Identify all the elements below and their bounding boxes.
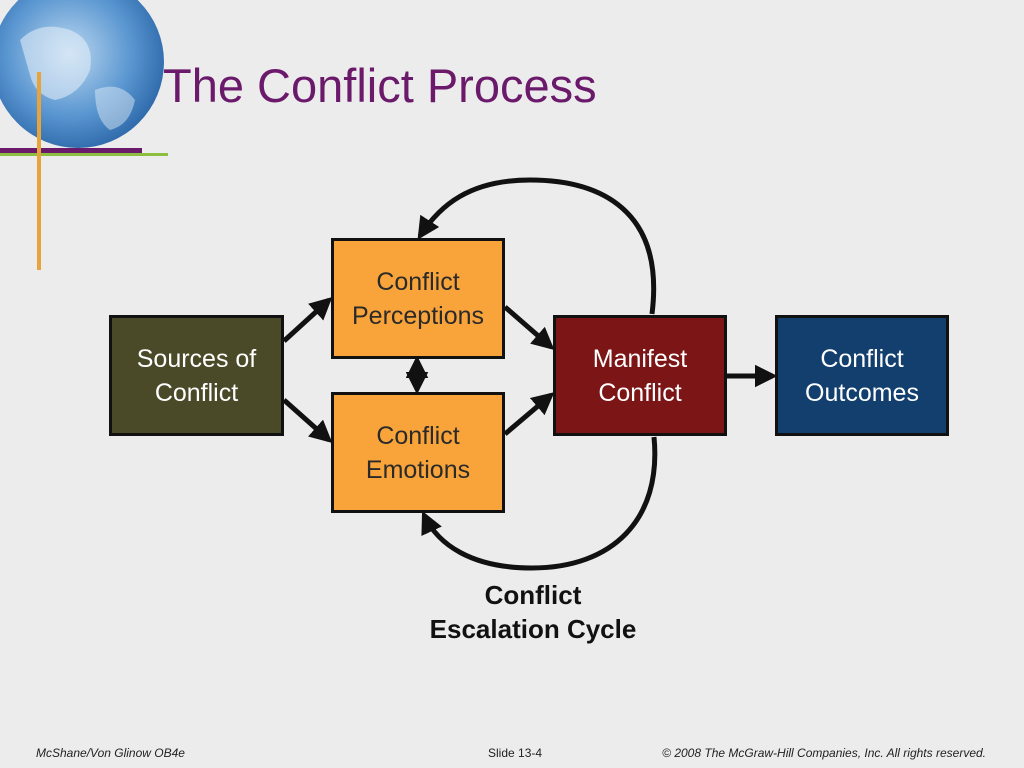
sources-line-2: Conflict (154, 378, 239, 407)
manifest-line-1: Manifest (592, 344, 688, 373)
arrow-sources-to-emotions (282, 398, 333, 443)
emotions-line-2: Emotions (365, 455, 471, 484)
arrow-sources-to-perceptions (282, 296, 333, 343)
sources-of-conflict-box: Sources of Conflict (109, 315, 284, 436)
escalation-arc-top (417, 177, 657, 315)
perceptions-line-2: Perceptions (351, 301, 485, 330)
conflict-outcomes-box: Conflict Outcomes (775, 315, 949, 436)
escalation-cycle-label: Conflict Escalation Cycle (400, 578, 666, 646)
manifest-line-2: Conflict (598, 378, 682, 407)
green-rule (0, 153, 168, 156)
conflict-perceptions-box: Conflict Perceptions (331, 238, 505, 359)
conflict-emotions-box: Conflict Emotions (331, 392, 505, 513)
purple-rule (0, 148, 142, 153)
slide-title: The Conflict Process (163, 59, 597, 112)
outcomes-line-2: Outcomes (805, 378, 919, 407)
footer-copyright: © 2008 The McGraw-Hill Companies, Inc. A… (662, 746, 986, 760)
footer-slide-number: Slide 13-4 (488, 746, 543, 760)
orange-rule (37, 72, 41, 270)
perceptions-line-1: Conflict (376, 267, 460, 296)
footer-author: McShane/Von Glinow OB4e (36, 746, 185, 760)
outcomes-line-1: Conflict (820, 344, 904, 373)
escalation-arc-bottom (421, 436, 658, 571)
manifest-conflict-box: Manifest Conflict (553, 315, 727, 436)
cycle-label-line-1: Conflict (484, 580, 582, 610)
arrow-emotions-to-manifest (503, 392, 555, 436)
sources-line-1: Sources of (136, 344, 257, 373)
arrow-perceptions-to-manifest (503, 305, 555, 350)
emotions-line-1: Conflict (376, 421, 460, 450)
cycle-label-line-2: Escalation Cycle (429, 614, 637, 644)
